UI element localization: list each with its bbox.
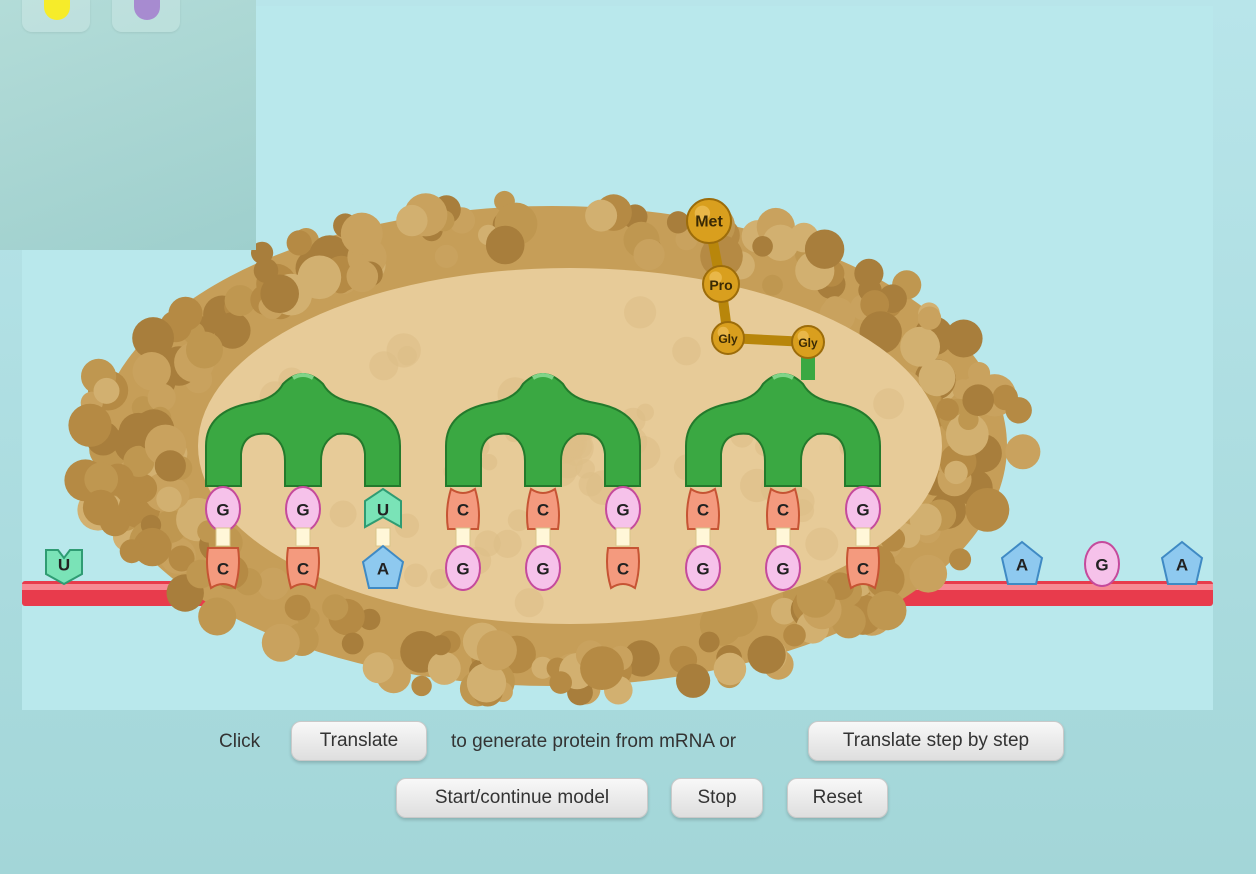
svg-text:Gly: Gly	[798, 336, 818, 350]
svg-text:G: G	[1095, 556, 1108, 575]
svg-text:U: U	[377, 501, 389, 520]
svg-text:C: C	[697, 501, 709, 520]
svg-text:G: G	[456, 560, 469, 579]
svg-text:G: G	[616, 501, 629, 520]
base-pair-bond	[376, 528, 390, 546]
svg-text:C: C	[777, 501, 789, 520]
base-pair-bond	[696, 528, 710, 546]
color-palette-panel	[0, 0, 256, 250]
stop-button[interactable]: Stop	[671, 778, 763, 818]
reset-button[interactable]: Reset	[787, 778, 888, 818]
svg-text:Gly: Gly	[718, 332, 738, 346]
base-pair-bond	[296, 528, 310, 546]
amino-acid-pro: Pro	[703, 266, 739, 302]
start-continue-button[interactable]: Start/continue model	[396, 778, 648, 818]
codon-base-C: C	[207, 548, 239, 588]
anticodon-base-C: C	[687, 489, 719, 529]
instruction-text: to generate protein from mRNA or	[451, 722, 736, 762]
codon-base-G: G	[766, 546, 800, 590]
amino-acid-gly: Gly	[792, 326, 824, 358]
svg-text:G: G	[696, 560, 709, 579]
trna-2: C C G G G C	[446, 374, 640, 590]
yellow-swatch[interactable]	[22, 0, 90, 32]
mrna-base-U: U	[46, 550, 82, 584]
svg-text:Pro: Pro	[709, 277, 732, 293]
mrna-base-G: G	[1085, 542, 1119, 586]
anticodon-base-C: C	[527, 489, 559, 529]
anticodon-base-G: G	[206, 487, 240, 531]
svg-text:C: C	[857, 560, 869, 579]
base-pair-bond	[456, 528, 470, 546]
svg-text:C: C	[457, 501, 469, 520]
svg-text:Met: Met	[695, 214, 723, 231]
base-pair-bond	[616, 528, 630, 546]
codon-base-C: C	[607, 548, 639, 588]
svg-text:C: C	[217, 560, 229, 579]
translate-step-button[interactable]: Translate step by step	[808, 721, 1064, 761]
svg-text:A: A	[1176, 556, 1188, 575]
svg-text:U: U	[58, 556, 70, 575]
mrna-base-A: A	[1002, 542, 1042, 584]
svg-text:G: G	[776, 560, 789, 579]
svg-text:G: G	[856, 501, 869, 520]
anticodon-base-G: G	[286, 487, 320, 531]
base-pair-bond	[216, 528, 230, 546]
codon-base-C: C	[287, 548, 319, 588]
anticodon-base-G: G	[606, 487, 640, 531]
mrna-base-A: A	[1162, 542, 1202, 584]
base-pair-bond	[536, 528, 550, 546]
base-pair-bond	[856, 528, 870, 546]
trna-3: C C G G G C	[686, 374, 880, 590]
controls-bar: Click Translate to generate protein from…	[0, 712, 1256, 874]
svg-text:G: G	[216, 501, 229, 520]
click-label: Click	[219, 722, 260, 762]
svg-text:G: G	[536, 560, 549, 579]
translate-button[interactable]: Translate	[291, 721, 427, 761]
svg-text:A: A	[1016, 556, 1028, 575]
svg-text:A: A	[377, 560, 389, 579]
anticodon-base-G: G	[846, 487, 880, 531]
anticodon-base-C: C	[767, 489, 799, 529]
base-pair-bond	[776, 528, 790, 546]
codon-base-G: G	[526, 546, 560, 590]
amino-acid-met: Met	[687, 199, 731, 243]
codon-base-C: C	[847, 548, 879, 588]
codon-base-G: G	[686, 546, 720, 590]
purple-swatch[interactable]	[112, 0, 180, 32]
codon-base-G: G	[446, 546, 480, 590]
anticodon-base-C: C	[447, 489, 479, 529]
svg-text:G: G	[296, 501, 309, 520]
amino-acid-gly: Gly	[712, 322, 744, 354]
svg-text:C: C	[617, 560, 629, 579]
yellow-pill-icon	[44, 0, 70, 20]
svg-text:C: C	[297, 560, 309, 579]
purple-pill-icon	[134, 0, 160, 20]
svg-text:C: C	[537, 501, 549, 520]
trna-layer: G G U C C A C C G G G C C C G G G C	[206, 374, 880, 590]
